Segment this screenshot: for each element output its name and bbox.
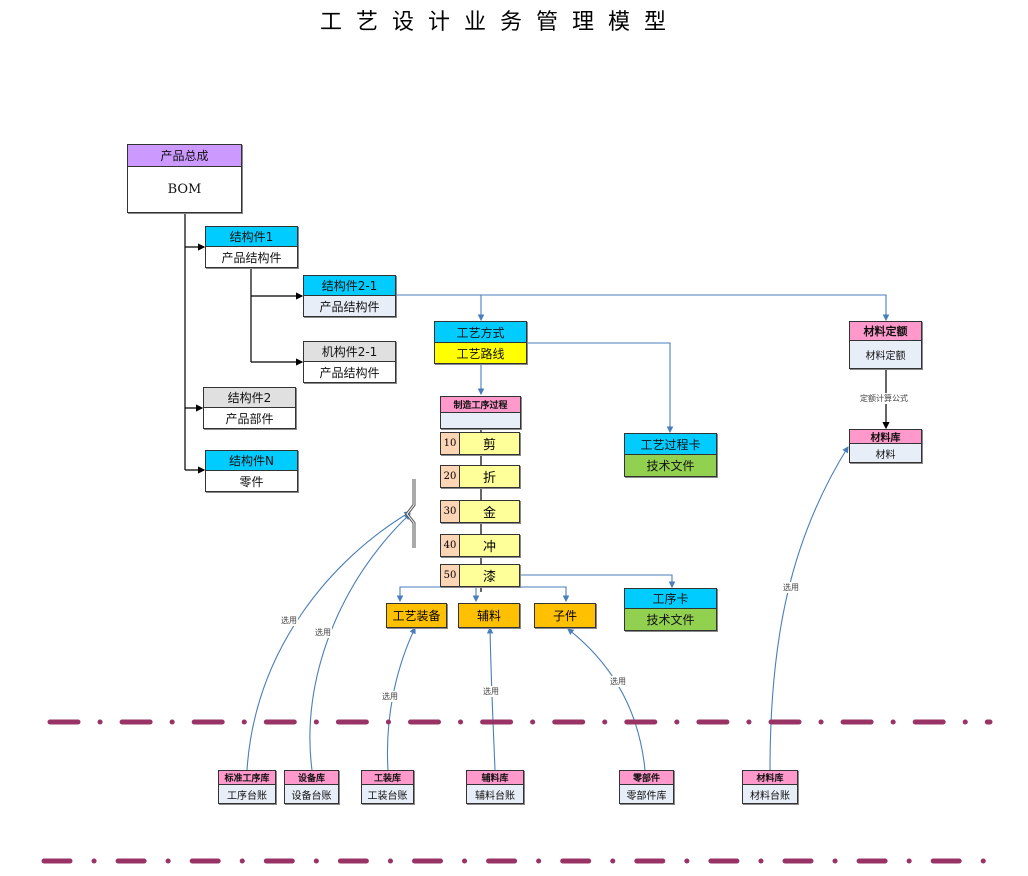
step-name: 金: [460, 501, 519, 522]
step-number: 50: [441, 565, 460, 586]
structure-node-1[interactable]: 结构件1 产品结构件: [205, 226, 298, 268]
library-materials[interactable]: 材料库 材料台账: [742, 770, 798, 804]
node-body: 辅料台账: [467, 785, 523, 803]
select-label: 选用: [314, 627, 332, 638]
node-header: 工装库: [362, 771, 413, 785]
node-body: 材料台账: [743, 785, 797, 803]
node-body: 材料: [850, 444, 921, 462]
step-number: 40: [441, 535, 460, 556]
manufacturing-process-node[interactable]: 制造工序过程: [440, 396, 521, 429]
quota-formula-label: 定额计算公式: [859, 393, 909, 404]
resource-sub-component[interactable]: 子件: [534, 603, 596, 628]
node-header: 结构件1: [206, 227, 297, 247]
node-header: 辅料库: [467, 771, 523, 785]
step-number: 10: [441, 433, 460, 454]
select-label: 选用: [482, 686, 500, 697]
node-body: 设备台账: [285, 785, 338, 803]
resource-auxiliary-material[interactable]: 辅料: [458, 603, 520, 628]
node-body: 材料定额: [850, 341, 921, 368]
step-name: 漆: [460, 565, 519, 586]
node-header: 产品总成: [128, 145, 241, 167]
process-step[interactable]: 10 剪: [440, 432, 520, 455]
node-body: 产品结构件: [319, 365, 380, 380]
library-equipment[interactable]: 设备库 设备台账: [284, 770, 339, 804]
bracket-icon: [405, 479, 416, 548]
process-step[interactable]: 20 折: [440, 465, 520, 488]
structure-node-2[interactable]: 结构件2 产品部件: [203, 387, 296, 429]
product-assembly-node[interactable]: 产品总成 BOM: [127, 144, 242, 213]
step-name: 折: [460, 466, 519, 487]
step-number: 30: [441, 501, 460, 522]
node-body: BOM: [167, 181, 202, 197]
mechanism-node-2-1[interactable]: 机构件2-1 产品结构件: [303, 341, 396, 383]
node-body: 零件: [239, 474, 264, 489]
node-header: 工艺过程卡: [625, 434, 716, 455]
node-header: 工艺方式: [435, 322, 526, 343]
select-label: 选用: [280, 615, 298, 626]
node-body: 技术文件: [625, 455, 716, 476]
resource-process-equipment[interactable]: 工艺装备: [386, 603, 447, 628]
process-method-node[interactable]: 工艺方式 工艺路线: [434, 321, 527, 364]
node-header: 材料库: [743, 771, 797, 785]
node-body: 技术文件: [625, 609, 716, 630]
node-body: 零部件库: [620, 785, 673, 803]
select-label: 选用: [782, 582, 800, 593]
node-header: 设备库: [285, 771, 338, 785]
library-auxiliary-material[interactable]: 辅料库 辅料台账: [466, 770, 524, 804]
node-header: 材料定额: [850, 322, 921, 341]
process-step[interactable]: 40 冲: [440, 534, 520, 557]
node-header: 机构件2-1: [304, 342, 395, 362]
process-card-node[interactable]: 工艺过程卡 技术文件: [624, 433, 717, 477]
node-body: 产品结构件: [304, 296, 395, 316]
node-header: 结构件2: [204, 388, 295, 408]
material-library-node[interactable]: 材料库 材料: [849, 429, 922, 463]
node-body: 工艺路线: [435, 343, 526, 363]
material-quota-node[interactable]: 材料定额 材料定额: [849, 321, 922, 369]
node-body: 产品部件: [225, 411, 274, 426]
swimlane-dividers: [41, 719, 993, 864]
node-body: 工装台账: [362, 785, 413, 803]
library-parts[interactable]: 零部件 零部件库: [619, 770, 674, 804]
select-label: 选用: [381, 691, 399, 702]
process-step[interactable]: 50 漆: [440, 564, 520, 587]
diagram-title: 工艺设计业务管理模型: [319, 10, 680, 35]
operation-card-node[interactable]: 工序卡 技术文件: [624, 588, 717, 631]
process-step[interactable]: 30 金: [440, 500, 520, 523]
library-standard-operations[interactable]: 标准工序库 工序台账: [218, 770, 276, 804]
node-header: 制造工序过程: [441, 397, 520, 413]
node-body: [441, 413, 520, 428]
structure-node-2-1[interactable]: 结构件2-1 产品结构件: [303, 275, 396, 317]
step-name: 剪: [460, 433, 519, 454]
step-number: 20: [441, 466, 460, 487]
node-header: 材料库: [850, 430, 921, 444]
node-header: 结构件2-1: [304, 276, 395, 296]
library-tooling[interactable]: 工装库 工装台账: [361, 770, 414, 804]
step-name: 冲: [460, 535, 519, 556]
node-header: 工序卡: [625, 589, 716, 609]
node-body: 产品结构件: [221, 250, 282, 265]
structure-node-n[interactable]: 结构件N 零件: [205, 450, 298, 492]
node-header: 结构件N: [206, 451, 297, 471]
select-label: 选用: [609, 676, 627, 687]
node-header: 标准工序库: [219, 771, 275, 785]
node-header: 零部件: [620, 771, 673, 785]
node-body: 工序台账: [219, 785, 275, 803]
